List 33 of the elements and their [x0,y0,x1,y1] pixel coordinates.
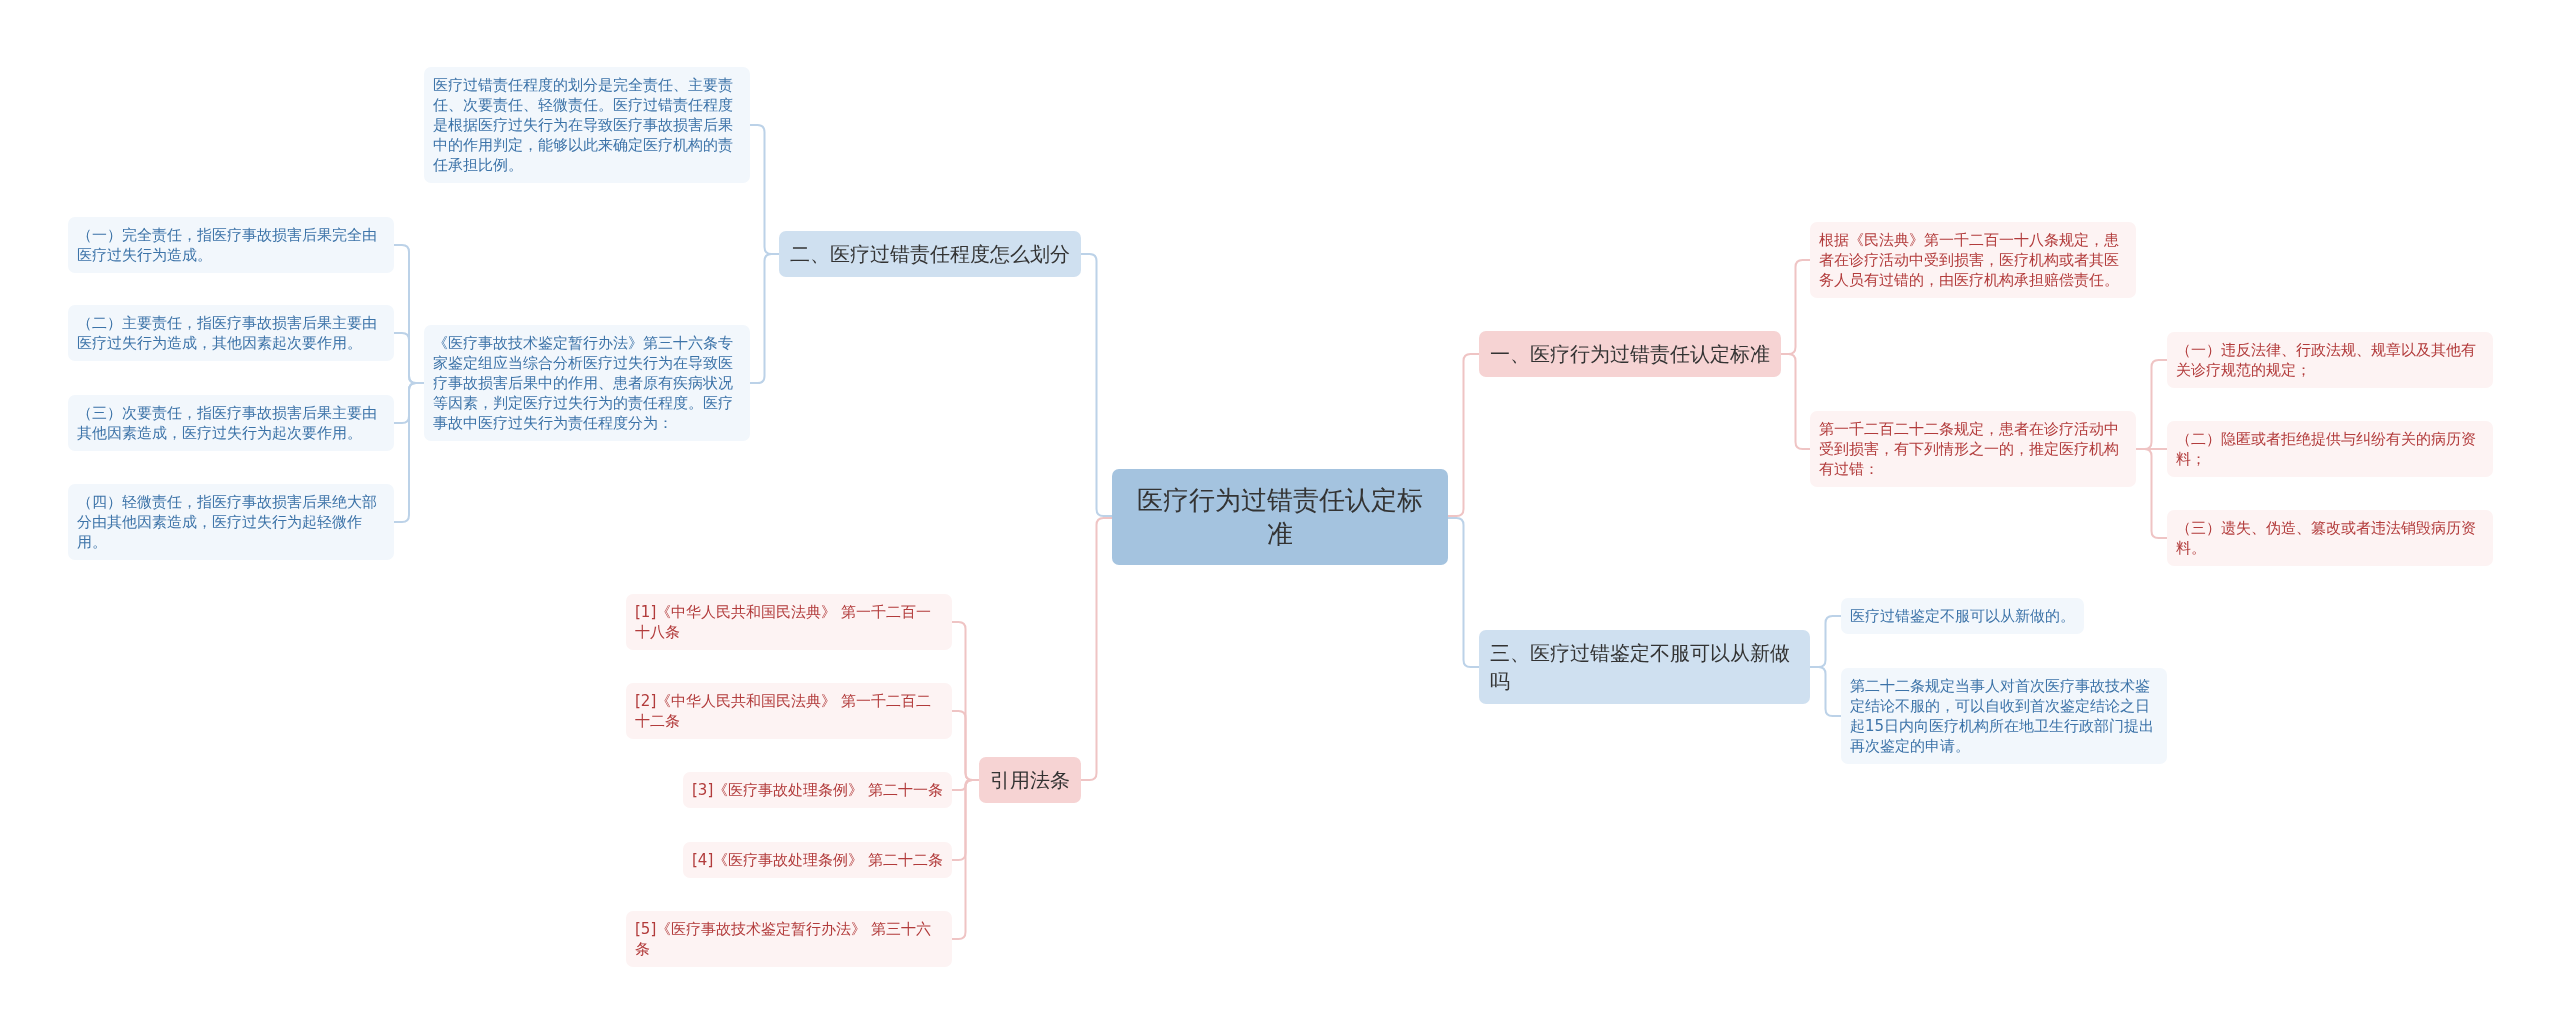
subtopic-box: （二）主要责任，指医疗事故损害后果主要由医疗过失行为造成，其他因素起次要作用。 [68,305,394,361]
subtopic-box: 第二十二条规定当事人对首次医疗事故技术鉴定结论不服的，可以自收到首次鉴定结论之日起15日内向医疗机构所在地卫生行政部门提出再次鉴定的申请。 [1841,668,2167,764]
connector-line [1447,517,1480,668]
main-topic-box: 引用法条 [979,757,1081,803]
subtopic-box: [3]《医疗事故处理条例》 第二十一条 [683,772,952,808]
main-topic-box: 三、医疗过错鉴定不服可以从新做吗 [1479,630,1810,704]
connector-line [2135,359,2168,539]
subtopic-box: （二）隐匿或者拒绝提供与纠纷有关的病历资料； [2167,421,2493,477]
subtopic-box: 《医疗事故技术鉴定暂行办法》第三十六条专家鉴定组应当综合分析医疗过失行为在导致医疗事故损害后果中的作用、患者原有疾病状况等因素，判定医疗过失行为的责任程度。医疗事故中医疗过失行为责任程度分为： [424,325,750,441]
connector-line [1809,615,1842,717]
subtopic-box: （三）遗失、伪造、篡改或者违法销毁病历资料。 [2167,510,2493,566]
subtopic-box: [2]《中华人民共和国民法典》 第一千二百二十二条 [626,683,952,739]
connector-line [1080,253,1113,517]
subtopic-box: （四）轻微责任，指医疗事故损害后果绝大部分由其他因素造成，医疗过失行为起轻微作用。 [68,484,394,560]
subtopic-box: （一）违反法律、行政法规、规章以及其他有关诊疗规范的规定； [2167,332,2493,388]
subtopic-box: 医疗过错责任程度的划分是完全责任、主要责任、次要责任、轻微责任。医疗过错责任程度是根据医疗过失行为在导致医疗事故损害后果中的作用判定，能够以此来确定医疗机构的责任承担比例。 [424,67,750,183]
subtopic-box: [5]《医疗事故技术鉴定暂行办法》 第三十六条 [626,911,952,967]
subtopic-box: （三）次要责任，指医疗事故损害后果主要由其他因素造成，医疗过失行为起次要作用。 [68,395,394,451]
central-topic-box: 医疗行为过错责任认定标准 [1112,469,1448,565]
connector-line [1447,353,1480,517]
subtopic-box: [1]《中华人民共和国民法典》 第一千二百一十八条 [626,594,952,650]
subtopic-box: 根据《民法典》第一千二百一十八条规定，患者在诊疗活动中受到损害，医疗机构或者其医务人员有过错的，由医疗机构承担赔偿责任。 [1810,222,2136,298]
subtopic-box: [4]《医疗事故处理条例》 第二十二条 [683,842,952,878]
subtopic-box: 医疗过错鉴定不服可以从新做的。 [1841,598,2084,634]
connector-line [951,621,980,940]
main-topic-box: 二、医疗过错责任程度怎么划分 [779,231,1081,277]
connector-line [1780,259,1811,450]
connector-line [749,124,780,384]
main-topic-box: 一、医疗行为过错责任认定标准 [1479,331,1781,377]
subtopic-box: 第一千二百二十二条规定，患者在诊疗活动中受到损害，有下列情形之一的，推定医疗机构有过错： [1810,411,2136,487]
connector-line [1080,517,1113,781]
connector-line [393,244,425,523]
subtopic-box: （一）完全责任，指医疗事故损害后果完全由医疗过失行为造成。 [68,217,394,273]
